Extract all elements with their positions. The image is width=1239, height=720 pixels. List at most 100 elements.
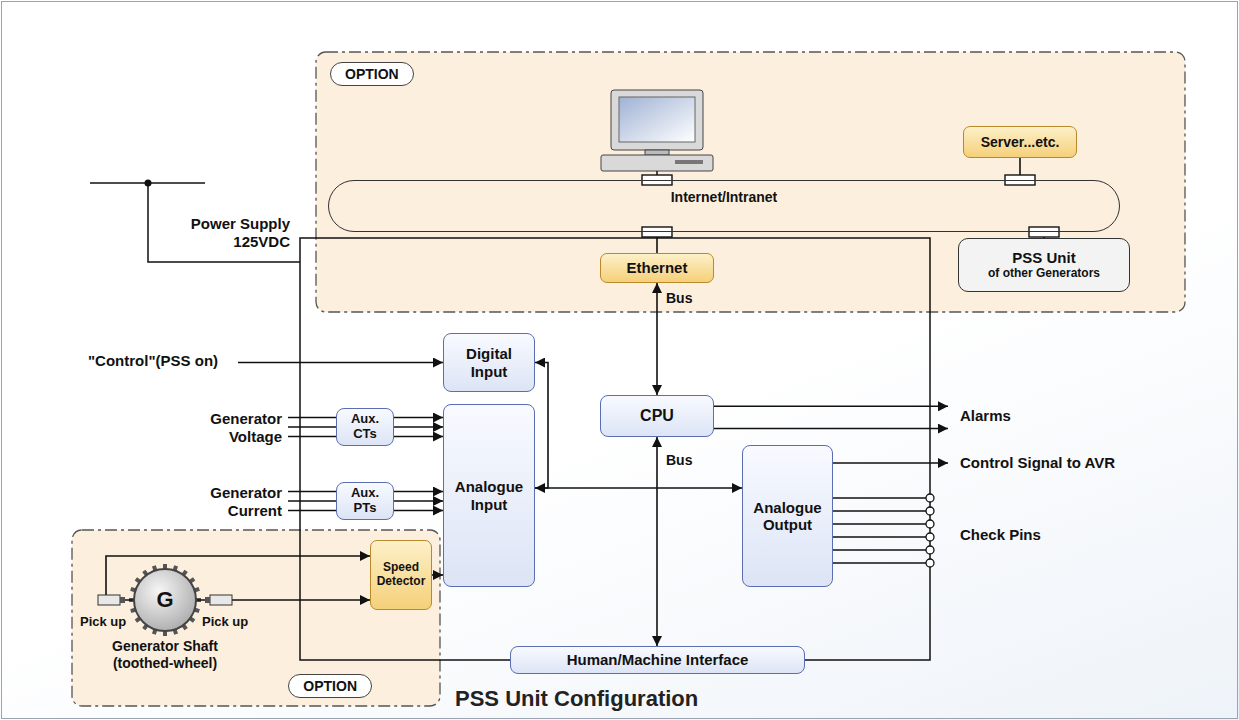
alarm-wire [714,406,948,408]
option-region-outline [316,52,1185,312]
node-text: CPU [640,407,674,425]
generator-circle: G [133,568,197,632]
bus-label: Bus [666,452,692,469]
process-box: Human/Machine Interface [510,646,805,674]
check-pin [926,559,934,567]
signal-label: Check Pins [960,526,1041,544]
node-text: Ethernet [627,259,688,276]
check-pin [926,520,934,528]
pickup-body [210,595,232,605]
connector [657,437,658,646]
signal-label: Pick up [202,614,248,630]
connector-line [394,510,443,512]
current-wire [288,491,336,493]
connector-line [394,436,443,438]
connector-line [656,283,658,395]
connector-line [535,487,742,489]
computer-base [601,155,713,171]
monitor [611,90,703,150]
computer-icon [601,90,713,180]
option-region-outline [72,530,440,706]
option-region: OPTION G Speed Detector [72,530,440,706]
node-text: Server...etc. [981,134,1060,150]
pickup-tip [120,597,125,603]
signal-label: Power Supply 125VDC [170,215,290,251]
check-pin-wire [833,497,926,498]
process-box: PSS Unitof other Generators [958,238,1130,292]
option-tag: OPTION [288,674,372,698]
connector [535,363,548,489]
check-pin [926,507,934,515]
node-text: Internet/Intranet [671,189,778,205]
node-text: Analogue Output [747,499,828,534]
drive-slot [675,160,703,164]
network-ring: Internet/Intranet [328,180,1120,232]
option-tag: OPTION [330,62,414,86]
pickup-sensor [98,595,125,605]
current-wire [288,500,336,502]
check-pin-wire [833,549,926,550]
network-port [1029,227,1059,237]
pickup-sensor [205,595,232,605]
connector-line [535,363,548,489]
connector [394,492,443,511]
connector [432,575,443,576]
connector [657,283,658,395]
pss-unit-housing [300,238,930,660]
node-text: Aux. PTs [341,486,389,516]
node-text: of other Generators [988,267,1100,281]
bus-label: Bus [666,290,692,307]
supply-wire [148,183,300,262]
voltage-wire [288,417,336,419]
node-text: PSS Unit [1012,249,1075,266]
process-box: Aux. PTs [336,482,394,520]
process-box: Analogue Output [742,445,833,587]
connector-line [432,574,443,576]
check-pin-wire [833,523,926,524]
connector [535,488,742,489]
signal-label: Generator Current [192,484,282,520]
connector-line [656,437,658,646]
process-box: Server...etc. [963,126,1077,158]
signal-label: Control Signal to AVR [960,454,1115,472]
process-box: Analogue Input [443,404,535,587]
connector-line [394,417,443,419]
screen [619,97,695,142]
connector-line [394,491,443,493]
node-text: Digital Input [448,345,530,380]
check-pin [926,494,934,502]
check-pin-wire [833,536,926,537]
voltage-wire [288,426,336,428]
signal-label: Pick up [80,614,126,630]
node-text: Analogue Input [448,478,530,513]
check-pin-wire [833,562,926,563]
check-pin [926,546,934,554]
avr-signal-wire [833,462,948,464]
check-pin [926,533,934,541]
signal-label: Generator Voltage [192,410,282,446]
connector-line [394,426,443,428]
alarm-wire [714,428,948,430]
node-text: Speed Detector [374,561,428,589]
process-box: Speed Detector [370,540,432,610]
node-text: Aux. CTs [341,412,389,442]
node-text: Human/Machine Interface [567,651,749,668]
junction-dot [145,180,152,187]
monitor-stand [645,150,669,155]
node-text: G [156,587,173,612]
pickup-body [98,595,120,605]
current-wire [288,510,336,512]
connector [394,418,443,437]
process-box: Aux. CTs [336,408,394,446]
voltage-wire [288,436,336,438]
check-pin-wire [833,510,926,511]
option-region: OPTION Server...etc. Internet/IntranetEthe… [316,52,1185,312]
pickup-tip [205,597,210,603]
process-box: CPU [600,395,714,437]
signal-label: "Control"(PSS on) [88,352,218,370]
signal-label: Alarms [960,407,1011,425]
connector-line [394,500,443,502]
process-box: Digital Input [443,333,535,392]
